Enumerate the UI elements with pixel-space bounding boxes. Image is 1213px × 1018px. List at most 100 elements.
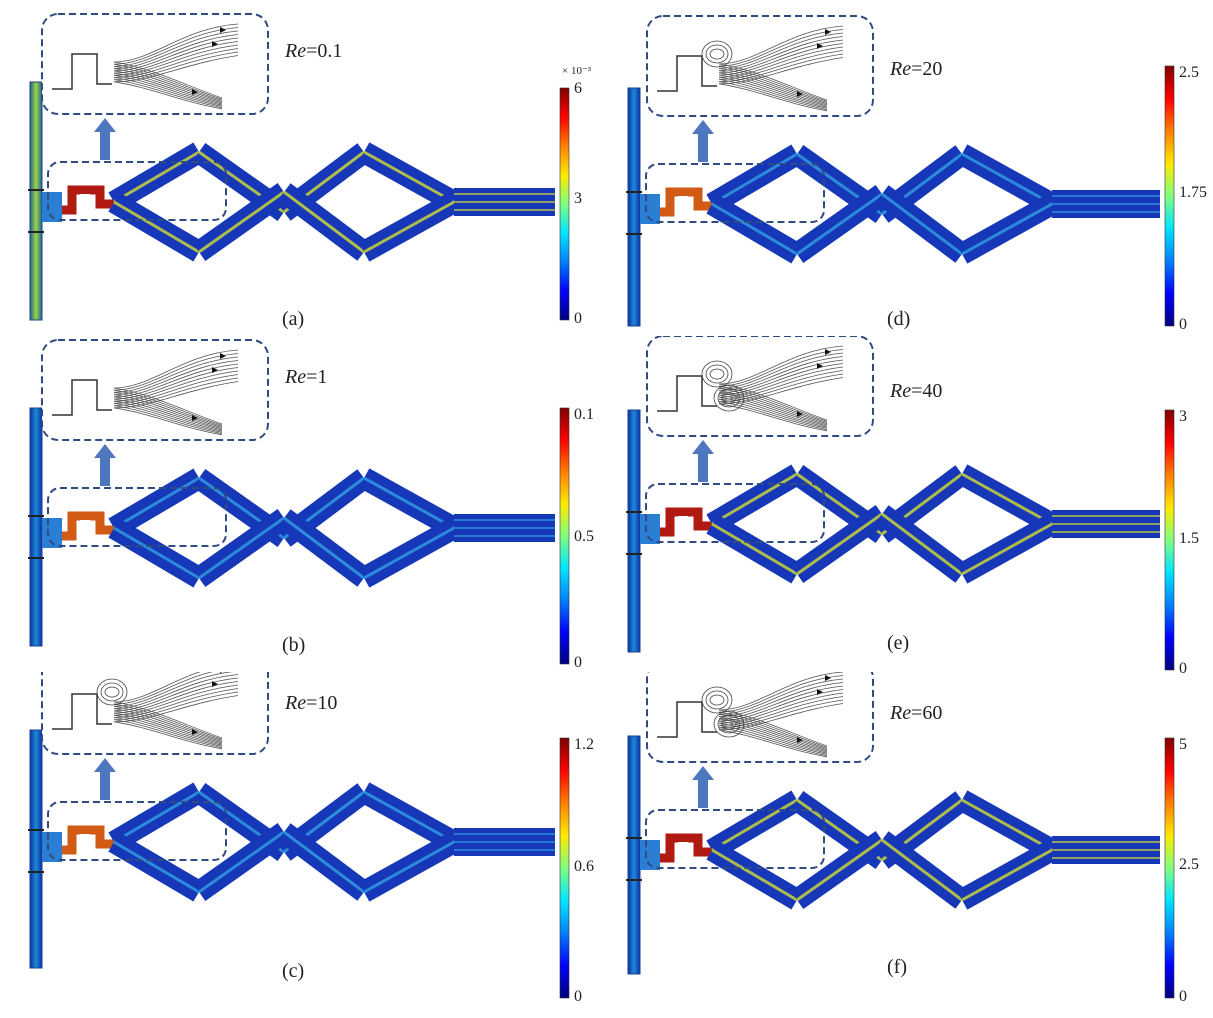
inset-vortex [709,368,725,380]
flow-field-d [626,15,1175,327]
inset-streamline-upper [113,370,239,402]
zoom-arrow-shaft [100,458,110,486]
inset-streamline-lower [718,718,828,752]
zoom-arrow-shaft [100,132,110,160]
inset-arrowhead [212,41,218,47]
inset-wall [657,375,717,412]
inset-wall [657,701,717,738]
inset-streamline-lower [113,63,223,100]
inset-vortex [104,686,120,698]
inset-streamline-lower [718,81,828,110]
mixer-lower-branch-streamline [198,516,285,580]
inset-streamline-lower [113,706,223,741]
mixer-lower-branch-streamline [283,190,365,254]
inset-vortex [705,44,729,64]
inset-vortex [701,360,733,388]
mixer-lower-branch-streamline [113,526,200,580]
highlight-box [47,801,227,861]
inset-streamline-upper [113,672,234,707]
inset-streamline-lower [113,721,223,750]
flow-field-b [28,339,570,665]
mixer-upper-branch-streamline [961,152,1053,206]
colorbar [1164,65,1175,327]
inset-streamline-lower [718,714,828,749]
mixer-lower-branch-streamline [198,830,285,894]
inset-arrowhead [825,29,831,35]
inset-streamline-upper [718,36,844,71]
mixer-upper-branch-streamline [363,790,455,844]
step-obstacle [678,196,688,224]
inset-streamline-upper [113,695,239,723]
inlet-channel [29,81,43,321]
colorbar-exponent-a: × 10⁻³ [562,65,592,77]
inset-vortex [705,690,729,710]
re-label-c: Re=10 [285,692,338,714]
inset-streamline-upper [113,381,239,409]
junction-channel [640,514,660,544]
inset-arrowhead [212,367,218,373]
inset-streamline-upper [113,377,239,406]
inset-wall [52,53,112,90]
zoom-arrow-shaft [100,772,110,800]
inset-arrowhead [825,349,831,355]
re-label-b: Re=1 [285,366,328,388]
inset-arrowhead [825,675,831,681]
colorbar-tick-mid-c: 0.6 [574,858,594,875]
inset-vortex [709,694,725,706]
inset-streamline-upper [113,23,239,63]
zoom-arrow-head [692,120,714,134]
inset-streamline-lower [718,396,828,428]
inset-vortex [717,388,741,408]
inset-streamline-lower [113,77,223,107]
inset-streamline-upper [113,44,239,76]
inset-streamline-lower [718,63,828,101]
inset-vortex [709,48,725,60]
colorbar-tick-min-e: 0 [1179,660,1187,677]
colorbar-tick-max-c: 1.2 [574,736,594,753]
colorbar-tick-max-e: 3 [1179,408,1187,425]
inset-streamline-upper [718,685,844,720]
inset-streamline-lower [718,727,828,756]
highlight-box [645,163,825,223]
inset-streamline-upper [113,677,239,712]
colorbar-tick-min-c: 0 [574,988,582,1005]
junction-channel [42,832,62,862]
inset-streamline-lower [113,389,223,426]
inset-streamline-upper [113,37,239,72]
colorbar-tick-max-a: 6 [574,80,582,97]
subfigure-label-f: (f) [887,956,907,978]
inset-streamline-lower [113,74,223,106]
panel-c: Re=10 (c) 1.2 0.6 0 [0,672,600,1007]
inset-streamline-upper [718,696,844,726]
mixer-lower-branch-streamline [711,202,798,256]
inset-streamline-upper [113,360,239,395]
inset-streamline-upper [718,345,844,385]
inset-streamline-upper [718,359,844,394]
colorbar-tick-mid-a: 3 [574,190,582,207]
highlight-box [47,487,227,547]
inset-streamline-lower [113,394,223,428]
inset-streamline-upper [718,39,844,74]
inset-vortex [721,718,737,730]
inset-streamline-upper [718,699,844,728]
inset-streamline-upper [718,32,844,69]
inset-streamline-lower [113,66,223,101]
inset-box [646,15,874,117]
mixer-lower-branch-streamline [796,192,883,256]
inset-streamline-upper [718,672,844,711]
inset-streamline-lower [113,392,223,427]
inset-streamline-upper [113,34,239,69]
inlet-channel [627,735,641,975]
inset-arrowhead [797,91,803,97]
mixer-lower-branch-streamline [283,830,365,894]
inset-streamline-upper [113,30,239,67]
colorbar-tick-min-b: 0 [574,654,582,671]
inset-streamline-lower [718,709,828,747]
inset-streamline-upper [113,672,213,705]
mixer-upper-branch-streamline [961,798,1053,852]
mixer-lower-branch-streamline [881,512,963,576]
colorbar [1164,737,1175,999]
inset-wall [52,693,112,730]
colorbar-tick-mid-d: 1.75 [1179,184,1207,201]
inset-streamline-lower [113,405,223,434]
